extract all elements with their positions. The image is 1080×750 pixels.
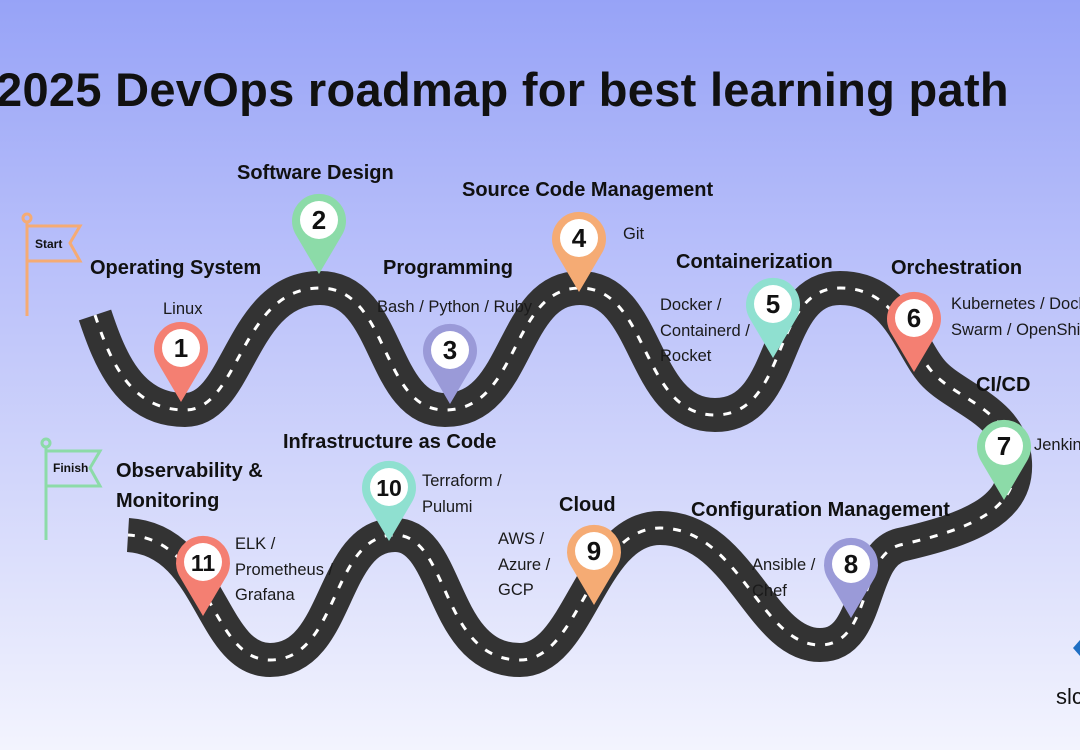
- detail-line: Containerd /: [660, 321, 750, 340]
- pin-inner-circle: [754, 285, 792, 323]
- heading-infrastructure-as-code: Infrastructure as Code: [283, 431, 497, 453]
- detail-line: Prometheus /: [235, 560, 334, 579]
- logo: slc: [1056, 684, 1080, 709]
- road-center-line: [93, 286, 1017, 662]
- detail-line: ELK /: [235, 535, 276, 553]
- pin-inner-circle: [985, 427, 1023, 465]
- map-pin-7: 7: [977, 419, 1031, 500]
- detail-line: AWS /: [498, 530, 545, 548]
- map-pin-10: 10: [361, 460, 416, 541]
- detail-line: Azure /: [498, 555, 551, 574]
- detail-line: Terraform /: [422, 472, 502, 490]
- map-pin-5: 5: [746, 277, 800, 358]
- detail-git: Git: [623, 225, 645, 243]
- page-title: 2025 DevOps roadmap for best learning pa…: [0, 63, 1009, 116]
- pins-layer: 1 2 3 4 5 6 7 8 9 10 11: [154, 193, 1031, 618]
- detail-line: Rocket: [660, 347, 712, 365]
- detail-line: Kubernetes / Docker: [951, 295, 1080, 313]
- detail-observability: ELK / Prometheus / Grafana: [235, 532, 333, 609]
- heading-software-design: Software Design: [237, 162, 394, 184]
- map-pin-11: 11: [175, 535, 230, 616]
- map-pin-2: 2: [292, 193, 346, 274]
- pin-inner-circle: [431, 331, 469, 369]
- detail-configuration-management: Ansible / Chef: [752, 553, 815, 604]
- detail-orchestration: Kubernetes / Docker Swarm / OpenShift: [951, 292, 1080, 343]
- heading-programming: Programming: [383, 257, 514, 279]
- start-flag-icon: [21, 212, 83, 316]
- detail-containerization: Docker / Containerd / Rocket: [660, 293, 750, 370]
- detail-line: Grafana: [235, 586, 295, 604]
- pin-number: 8: [844, 549, 858, 579]
- detail-line: GCP: [498, 581, 534, 599]
- heading-line: Observability &: [116, 460, 263, 482]
- heading-configuration-management: Configuration Management: [691, 499, 950, 521]
- detail-line: Pulumi: [422, 497, 473, 516]
- pin-inner-circle: [895, 299, 933, 337]
- pin-number: 2: [312, 205, 326, 235]
- detail-line: Docker /: [660, 296, 722, 314]
- pin-inner-circle: [575, 532, 613, 570]
- pin-inner-circle: [162, 329, 200, 367]
- heading-line: Monitoring: [116, 490, 220, 512]
- pin-inner-circle: [184, 543, 222, 581]
- detail-linux: Linux: [163, 300, 203, 318]
- heading-observability: Observability & Monitoring: [116, 456, 263, 516]
- heading-orchestration: Orchestration: [891, 257, 1023, 279]
- map-pin-6: 6: [887, 291, 941, 372]
- pin-number: 4: [572, 223, 587, 253]
- pin-inner-circle: [560, 219, 598, 257]
- pin-number: 1: [174, 333, 188, 363]
- heading-cloud: Cloud: [559, 494, 616, 516]
- pin-number: 7: [997, 431, 1011, 461]
- pin-number: 6: [907, 303, 921, 333]
- detail-line: Chef: [752, 581, 787, 600]
- heading-ci-cd: CI/CD: [976, 374, 1031, 396]
- detail-iac: Terraform / Pulumi: [422, 469, 502, 520]
- pin-inner-circle: [370, 468, 408, 506]
- finish-flag-label: Finish: [53, 461, 89, 475]
- detail-line: Ansible /: [752, 556, 816, 574]
- pin-number: 9: [587, 536, 601, 566]
- detail-jenkins: Jenkins: [1034, 436, 1080, 454]
- detail-programming: Bash / Python / Ruby: [377, 298, 533, 316]
- map-pin-9: 9: [567, 524, 621, 605]
- map-pin-1: 1: [154, 321, 208, 402]
- start-flag-label: Start: [35, 237, 63, 251]
- pin-number: 5: [766, 289, 780, 319]
- map-pin-3: 3: [422, 323, 477, 404]
- logo-diamond-icon: [1073, 640, 1080, 656]
- heading-source-code-management: Source Code Management: [462, 179, 714, 201]
- heading-operating-system: Operating System: [90, 257, 262, 279]
- map-pin-8: 8: [824, 537, 878, 618]
- pin-number: 11: [191, 550, 216, 576]
- map-pin-4: 4: [552, 211, 606, 292]
- finish-flag-icon: [40, 437, 103, 540]
- heading-containerization: Containerization: [676, 251, 833, 273]
- pin-inner-circle: [300, 201, 338, 239]
- detail-line: Swarm / OpenShift: [951, 320, 1080, 339]
- pin-number: 3: [443, 335, 457, 365]
- detail-cloud: AWS / Azure / GCP: [498, 527, 550, 604]
- pin-number: 10: [376, 475, 402, 501]
- pin-inner-circle: [832, 545, 870, 583]
